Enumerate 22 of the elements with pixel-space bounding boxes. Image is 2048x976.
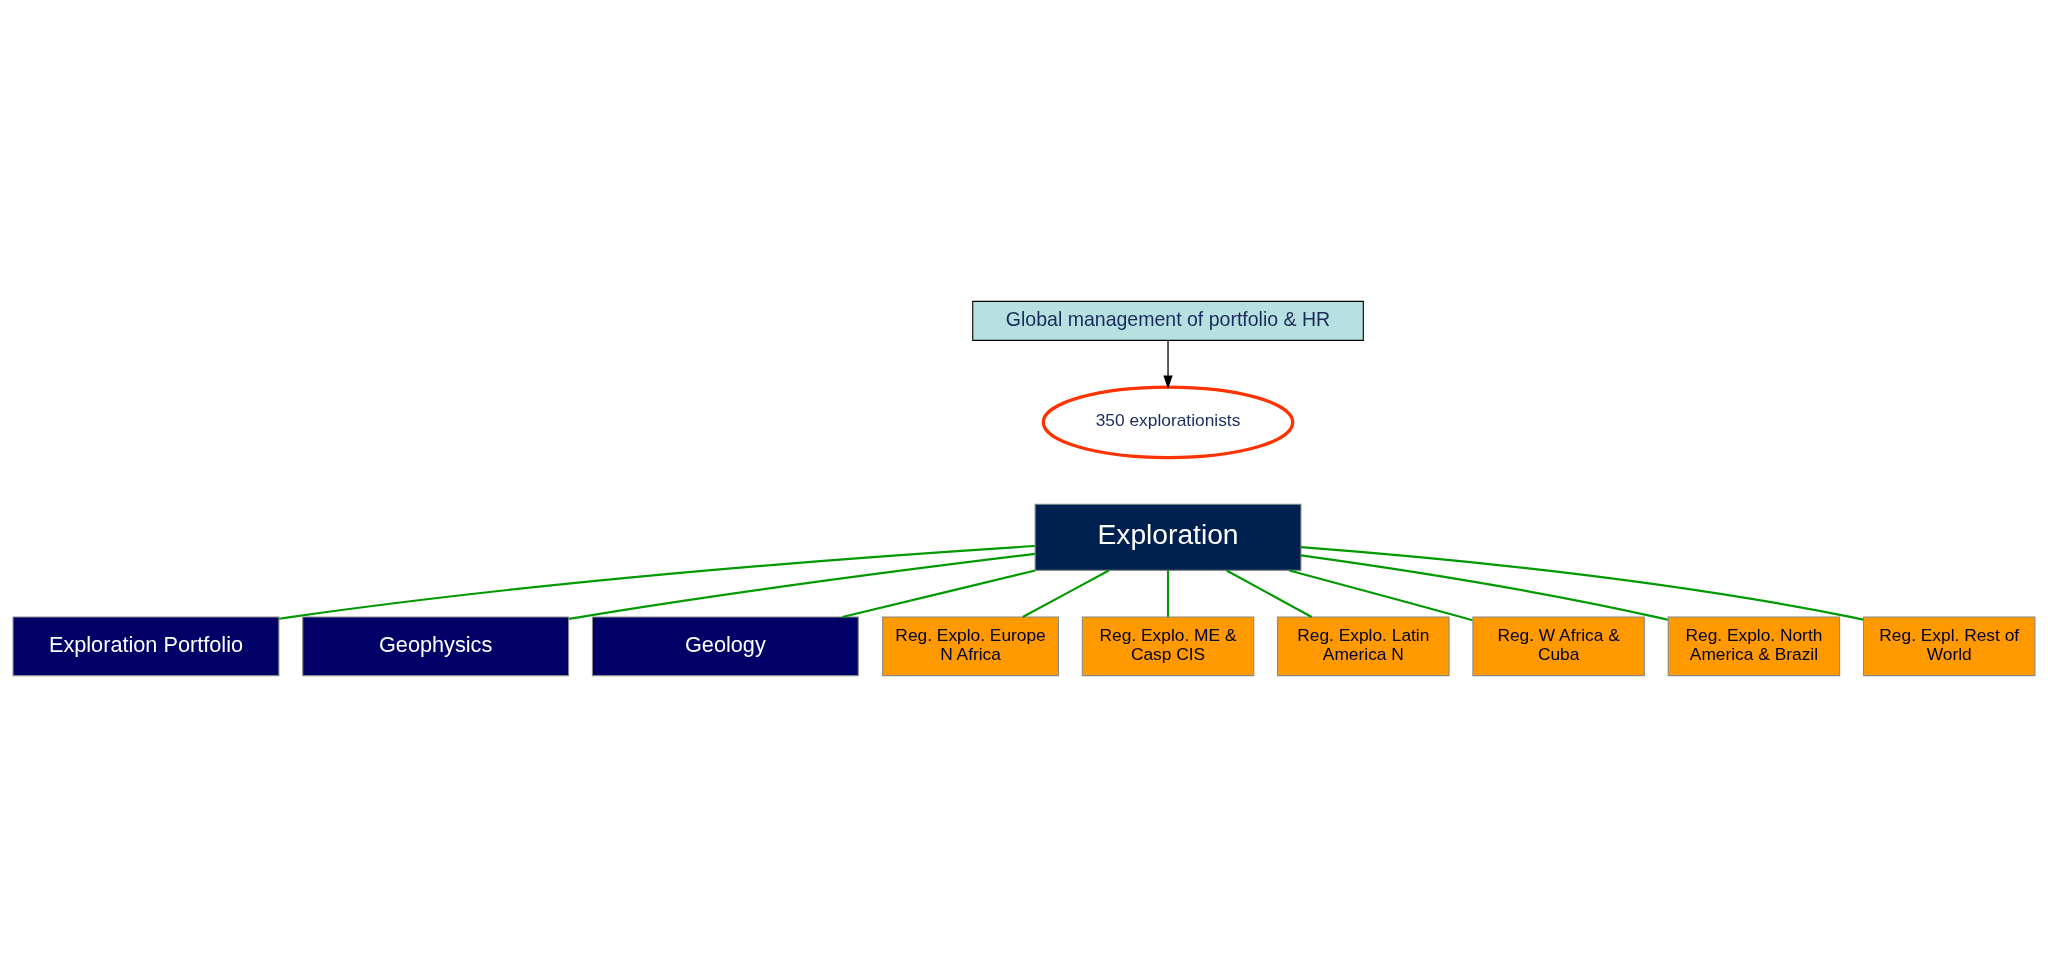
arrow bbox=[1163, 339, 1173, 389]
connector bbox=[1289, 568, 1473, 621]
node-box: Global management of portfolio & HR bbox=[972, 300, 1364, 341]
connector bbox=[1166, 569, 1170, 617]
node-box: Exploration bbox=[1034, 503, 1302, 571]
connector bbox=[1300, 553, 1669, 621]
connector bbox=[1022, 569, 1110, 618]
node-box: Geology bbox=[591, 616, 859, 676]
node-box: Reg. Explo. North America & Brazil bbox=[1667, 616, 1841, 676]
connector bbox=[279, 544, 1035, 620]
connector bbox=[1226, 569, 1313, 618]
node-box: Reg. Explo. ME & Casp CIS bbox=[1081, 616, 1255, 676]
connector bbox=[1300, 545, 1864, 621]
connector bbox=[568, 552, 1035, 620]
node-ellipse: 350 explorationists bbox=[1041, 384, 1295, 459]
node-box: Reg. W Africa & Cuba bbox=[1472, 616, 1645, 676]
node-box: Reg. Explo. Latin America N bbox=[1277, 616, 1450, 676]
node-box: Reg. Expl. Rest of World bbox=[1862, 616, 2036, 676]
node-box: Reg. Explo. Europe N Africa bbox=[882, 616, 1059, 676]
node-box: Geophysics bbox=[302, 616, 570, 676]
connector bbox=[842, 568, 1036, 618]
node-box: Exploration Portfolio bbox=[12, 616, 280, 676]
